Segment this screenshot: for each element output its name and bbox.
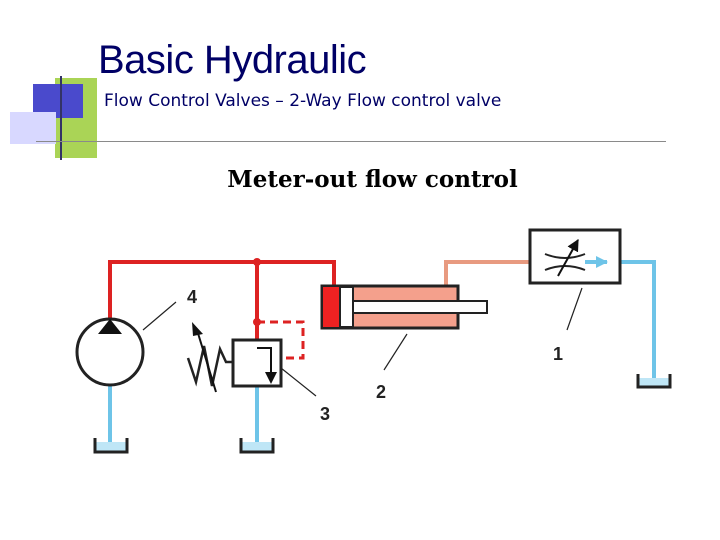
deco-violet-square <box>10 112 56 144</box>
tank-icon <box>636 374 672 389</box>
junction-dot <box>253 318 261 326</box>
deco-vertical-rule <box>60 76 62 160</box>
return-line <box>108 260 656 446</box>
slide-title: Basic Hydraulic <box>98 38 367 82</box>
pilot-line <box>257 320 305 360</box>
diagram-heading: Meter-out flow control <box>227 166 518 193</box>
label-cylinder: 2 <box>376 382 386 402</box>
deco-horizontal-rule <box>36 141 666 142</box>
label-flow-control-valve: 1 <box>553 344 563 364</box>
cylinder-icon <box>320 284 488 330</box>
slide-subtitle: Flow Control Valves – 2-Way Flow control… <box>104 91 502 111</box>
pump-icon <box>75 317 145 387</box>
relief-valve-icon <box>186 322 283 393</box>
flow-control-valve-icon <box>528 228 622 285</box>
pressure-line <box>108 260 336 340</box>
tank-icon <box>93 438 129 454</box>
tank-icon <box>239 438 275 454</box>
label-pump: 4 <box>187 287 197 307</box>
junction-dot <box>253 258 261 266</box>
meter-out-line <box>444 260 530 286</box>
leader-lines <box>142 287 583 397</box>
label-relief-valve: 3 <box>320 404 330 424</box>
